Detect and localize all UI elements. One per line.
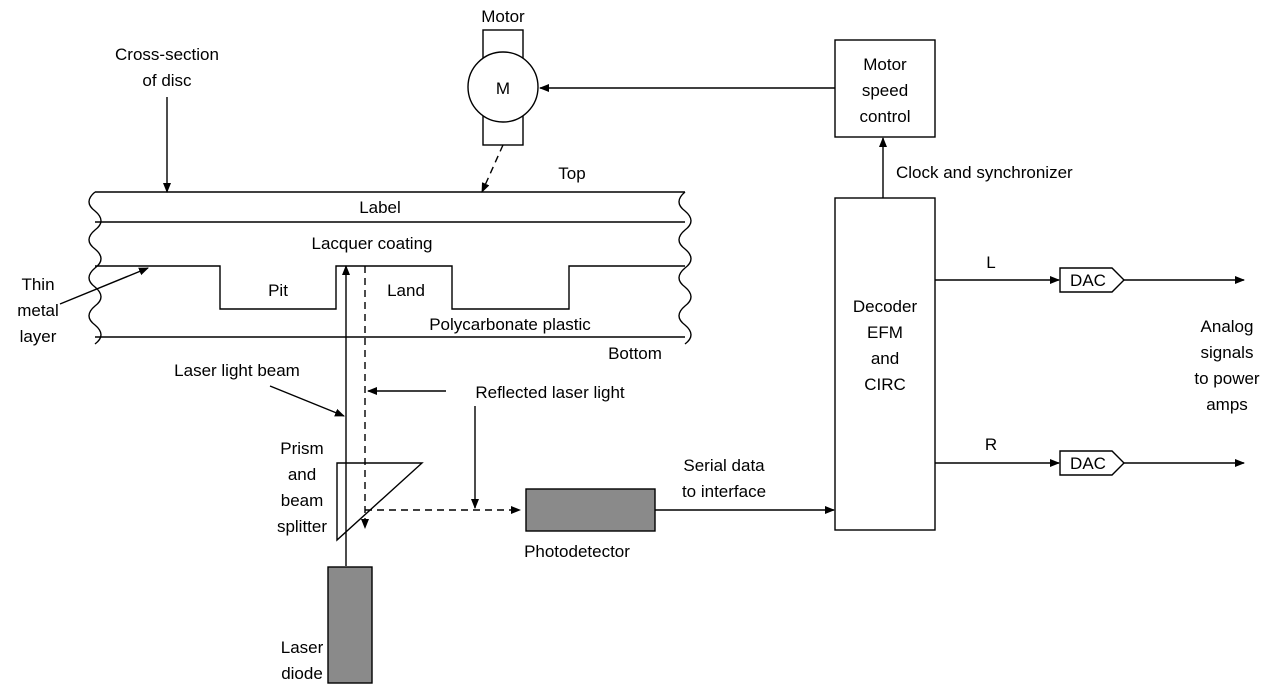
lacquer-text: Lacquer coating [312, 234, 433, 253]
photodetector-label: Photodetector [524, 542, 630, 561]
motor-speed-label-1: Motor [863, 55, 907, 74]
motor-speed-control-box [834, 39, 936, 138]
left-channel-label: L [986, 253, 995, 272]
reflected-label: Reflected laser light [475, 383, 625, 402]
serial-data-label-2: to interface [682, 482, 766, 501]
prism-label-2: and [288, 465, 316, 484]
land-text: Land [387, 281, 425, 300]
motor-to-disc-link [481, 144, 504, 193]
serial-data-label-1: Serial data [683, 456, 765, 475]
analog-label-2: signals [1201, 343, 1254, 362]
thin-metal-label-3: layer [20, 327, 57, 346]
prism-label-4: splitter [277, 517, 327, 536]
photodetector-block [525, 488, 656, 532]
analog-label-4: amps [1206, 395, 1248, 414]
laser-diode-label-2: diode [281, 664, 323, 683]
prism-triangle [336, 462, 424, 542]
decoder-label-4: CIRC [864, 375, 906, 394]
motor-label: Motor [481, 7, 525, 26]
clock-label: Clock and synchronizer [896, 163, 1073, 182]
motor-speed-label-3: control [859, 107, 910, 126]
polycarbonate-text: Polycarbonate plastic [429, 315, 591, 334]
decoder-box [834, 197, 936, 531]
top-text: Top [558, 164, 585, 183]
pit-text: Pit [268, 281, 288, 300]
cross-section-label-2: of disc [142, 71, 192, 90]
right-channel-label: R [985, 435, 997, 454]
laser-diode-label-1: Laser [281, 638, 324, 657]
bottom-text: Bottom [608, 344, 662, 363]
pit-land-profile [95, 265, 685, 310]
dac-left [1059, 267, 1125, 293]
disc-left-break [88, 191, 102, 345]
dac-left-label: DAC [1070, 271, 1106, 290]
thin-metal-arrow [59, 267, 149, 305]
laser-beam-label: Laser light beam [174, 361, 300, 380]
cross-section-label-1: Cross-section [115, 45, 219, 64]
prism-label-1: Prism [280, 439, 323, 458]
analog-label-1: Analog [1201, 317, 1254, 336]
label-layer-text: Label [359, 198, 401, 217]
disc-right-break [678, 191, 692, 345]
decoder-label-1: Decoder [853, 297, 918, 316]
decoder-label-2: EFM [867, 323, 903, 342]
motor-circle [467, 51, 539, 123]
dac-right [1059, 450, 1125, 476]
motor-symbol: M [496, 79, 510, 98]
thin-metal-label-2: metal [17, 301, 59, 320]
motor-speed-label-2: speed [862, 81, 908, 100]
thin-metal-label-1: Thin [21, 275, 54, 294]
decoder-label-3: and [871, 349, 899, 368]
laser-diode-block [327, 566, 373, 684]
laser-beam-pointer [269, 385, 345, 417]
analog-label-3: to power [1194, 369, 1260, 388]
dac-right-label: DAC [1070, 454, 1106, 473]
prism-label-3: beam [281, 491, 324, 510]
